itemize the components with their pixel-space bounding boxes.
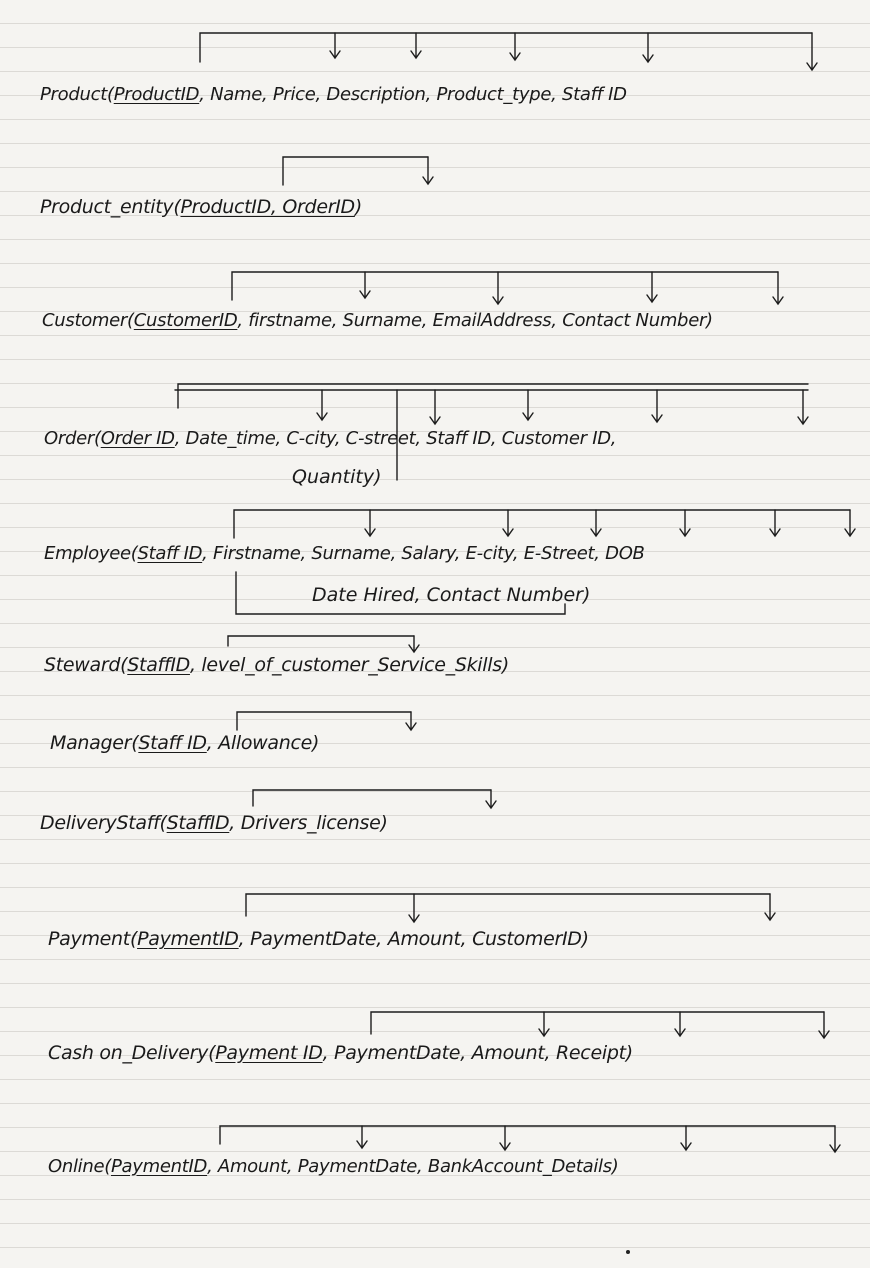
relation-name: Product_entity: [40, 196, 174, 218]
dependency-bracket: [370, 1011, 825, 1035]
dependency-arrow: [408, 893, 420, 924]
primary-key: CustomerID: [133, 310, 238, 331]
relation-attributes: , Amount, PaymentDate, BankAccount_Detai…: [207, 1156, 619, 1177]
relation-order: Order(Order ID, Date_time, C-city, C-str…: [44, 428, 617, 449]
primary-key: Order ID: [100, 428, 175, 449]
relation-name: Steward: [44, 654, 121, 676]
relation-name: Employee: [44, 543, 131, 564]
relation-continuation: Quantity): [292, 466, 382, 488]
relation-name: DeliveryStaff: [40, 812, 160, 834]
relation-online: Online(PaymentID, Amount, PaymentDate, B…: [48, 1156, 619, 1177]
relation-name: Customer: [42, 310, 128, 331]
primary-key: ProductID: [113, 84, 200, 105]
dependency-arrow: [797, 389, 809, 426]
dependency-arrow: [408, 635, 420, 654]
relation-attributes: ): [354, 196, 362, 218]
dependency-arrow: [674, 1011, 686, 1038]
primary-key: PaymentID: [137, 928, 239, 950]
relation-name: Cash on_Delivery: [48, 1042, 209, 1064]
dependency-arrow: [680, 1125, 692, 1152]
dependency-arrow: [492, 271, 504, 306]
dependency-bracket: [245, 893, 771, 917]
dependency-arrow: [844, 509, 856, 538]
dependency-arrow: [769, 509, 781, 538]
dependency-bracket: [219, 1125, 836, 1145]
relation-attributes: , level_of_customer_Service_Skills): [189, 654, 509, 676]
primary-key: Staff ID: [138, 732, 207, 754]
dependency-arrow: [522, 389, 534, 422]
relation-payment: Payment(PaymentID, PaymentDate, Amount, …: [48, 928, 589, 950]
dependency-bracket: [236, 711, 412, 731]
primary-key: PaymentID: [111, 1156, 208, 1177]
relation-attributes: , PaymentDate, Amount, Receipt): [322, 1042, 634, 1064]
relation-attributes: , Name, Price, Description, Product_type…: [199, 84, 627, 105]
dependency-arrow: [764, 893, 776, 922]
relation-continuation: Date Hired, Contact Number): [312, 584, 591, 606]
dependency-arrow: [806, 32, 818, 72]
relation-attributes: , Drivers_license): [229, 812, 388, 834]
ink-dot: [626, 1250, 630, 1254]
dependency-arrow: [329, 32, 341, 60]
relation-name: Order: [44, 428, 94, 449]
primary-key: StaffID: [166, 812, 230, 834]
dependency-arrow: [405, 711, 417, 732]
dependency-bracket: [282, 156, 429, 186]
relation-product: Product(ProductID, Name, Price, Descript…: [40, 84, 627, 105]
relation-attributes: , firstname, Surname, EmailAddress, Cont…: [237, 310, 713, 331]
dependency-arrow: [642, 32, 654, 64]
dependency-bracket: [177, 383, 809, 409]
dependency-arrow: [651, 389, 663, 424]
relation-name: Product: [40, 84, 107, 105]
relation-employee: Employee(Staff ID, Firstname, Surname, S…: [44, 543, 645, 564]
dependency-bracket: [231, 271, 779, 301]
dependency-arrow: [410, 32, 422, 60]
dependency-arrow: [772, 271, 784, 306]
relation-name: Manager: [50, 732, 132, 754]
dependency-arrow: [422, 156, 434, 186]
dependency-arrow: [509, 32, 521, 62]
dependency-arrow: [356, 1125, 368, 1150]
dependency-arrow: [499, 1125, 511, 1152]
relation-delivery-staff: DeliveryStaff(StaffID, Drivers_license): [40, 812, 388, 834]
dependency-arrow: [359, 271, 371, 300]
dependency-bracket: [199, 32, 813, 63]
relation-product-entity: Product_entity(ProductID, OrderID): [40, 196, 362, 218]
relation-name: Online: [48, 1156, 105, 1177]
relation-attributes: , Allowance): [206, 732, 320, 754]
relation-attributes: , Firstname, Surname, Salary, E-city, E-…: [202, 543, 645, 564]
primary-key: StaffID: [127, 654, 190, 676]
dependency-arrow: [316, 389, 328, 422]
relation-steward: Steward(StaffID, level_of_customer_Servi…: [44, 654, 509, 676]
dependency-arrow: [818, 1011, 830, 1040]
primary-key: Staff ID: [137, 543, 203, 564]
relation-attributes: , Date_time, C-city, C-street, Staff ID,…: [174, 428, 617, 449]
dependency-arrow: [646, 271, 658, 304]
primary-key: ProductID, OrderID: [180, 196, 355, 218]
relation-attributes: , PaymentDate, Amount, CustomerID): [238, 928, 589, 950]
relation-manager: Manager(Staff ID, Allowance): [50, 732, 320, 754]
primary-key: Payment ID: [215, 1042, 323, 1064]
dependency-arrow: [590, 509, 602, 538]
dependency-arrow: [679, 509, 691, 538]
dependency-bracket: [235, 571, 566, 615]
dependency-bracket: [227, 635, 415, 647]
dependency-arrow: [538, 1011, 550, 1038]
dependency-bracket: [233, 509, 851, 539]
relation-cash-on-delivery: Cash on_Delivery(Payment ID, PaymentDate…: [48, 1042, 633, 1064]
dependency-arrow: [429, 389, 441, 426]
dependency-bracket: [252, 789, 492, 807]
relation-name: Payment: [48, 928, 130, 950]
dependency-arrow: [364, 509, 376, 538]
dependency-arrow: [829, 1125, 841, 1154]
dependency-arrow: [485, 789, 497, 810]
dependency-arrow: [502, 509, 514, 538]
relation-customer: Customer(CustomerID, firstname, Surname,…: [42, 310, 713, 331]
